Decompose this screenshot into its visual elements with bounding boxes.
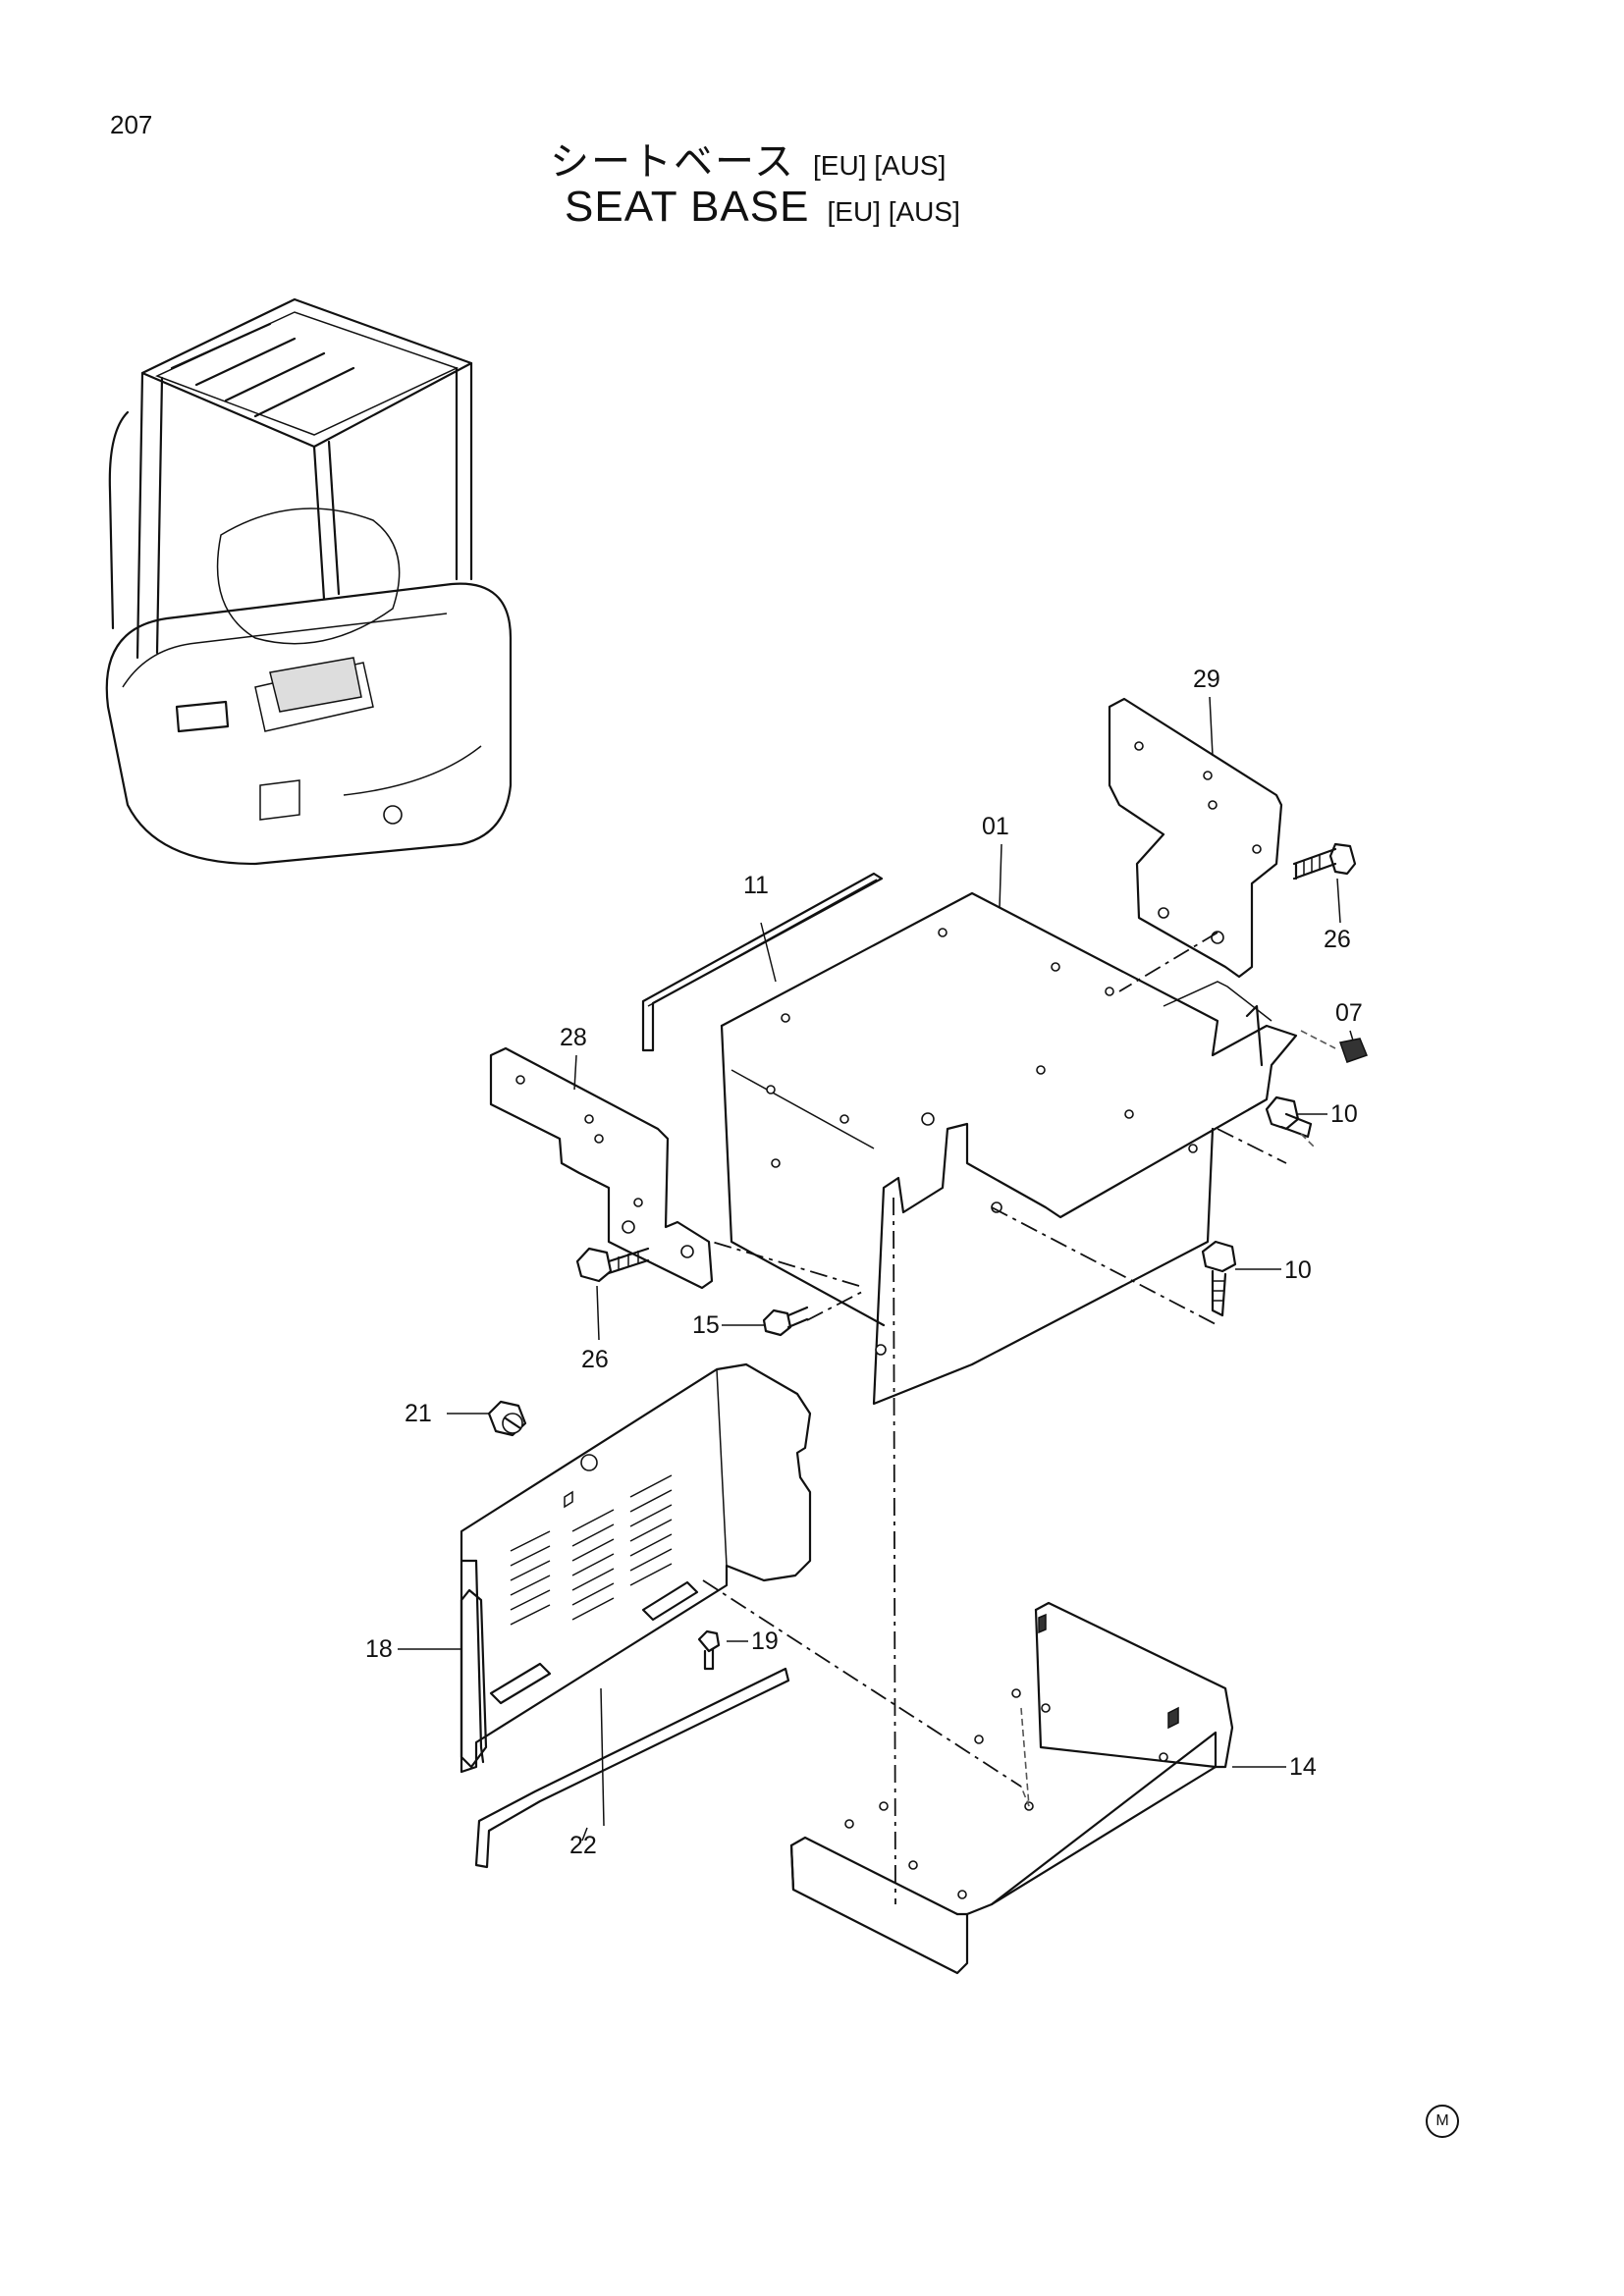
callout-18: 18 [365,1635,393,1663]
part-29-right-bracket [1108,697,1283,979]
part-22-edge-strip [474,1667,790,1869]
screw-21 [487,1400,527,1437]
callout-07: 07 [1335,999,1363,1027]
callout-26-left: 26 [581,1346,609,1373]
part-11-rubber-strip [641,872,884,1052]
callout-labels: 29 01 11 26 07 28 10 10 26 15 21 18 19 2… [365,666,1363,1859]
bolt-26-right [1292,842,1357,881]
callout-11: 11 [743,872,769,899]
bolt-15 [762,1306,809,1337]
callout-10-lower: 10 [1284,1256,1312,1284]
bolt-10-lower [1201,1240,1237,1317]
callout-29: 29 [1193,666,1220,693]
bolt-19 [697,1629,721,1671]
callout-21: 21 [405,1400,432,1427]
region-tags-en: [EU] [AUS] [827,196,960,227]
machine-overview [105,297,513,866]
louvers [510,1474,673,1626]
title-japanese-text: シートベース [550,140,795,184]
assembly-guide-lines [600,932,1336,1905]
callout-19: 19 [751,1628,779,1655]
callout-26-right: 26 [1324,926,1351,953]
callout-10-upper: 10 [1330,1100,1358,1128]
part-01-seat-base-box [720,891,1298,1406]
title-english-text: SEAT BASE [565,183,810,231]
leader-lines [398,696,1354,1842]
region-tags-jp: [EU] [AUS] [813,150,947,181]
callout-28: 28 [560,1024,587,1051]
title-japanese: シートベース [EU] [AUS] [550,130,946,187]
part-18-louvered-cover [460,1362,812,1774]
bolt-10-upper [1265,1095,1313,1139]
part-14-lower-tray [789,1601,1234,1975]
page-number: 207 [110,110,153,139]
callout-15: 15 [692,1311,720,1339]
callout-14: 14 [1289,1753,1317,1781]
bolt-26-left [575,1247,650,1283]
callout-01: 01 [982,813,1009,840]
callout-22: 22 [569,1832,597,1859]
part-28-left-bracket [489,1046,714,1290]
title-english: SEAT BASE [EU] [AUS] [565,183,960,232]
maker-mark: M [1426,2105,1459,2138]
part-07-cap [1339,1038,1368,1063]
